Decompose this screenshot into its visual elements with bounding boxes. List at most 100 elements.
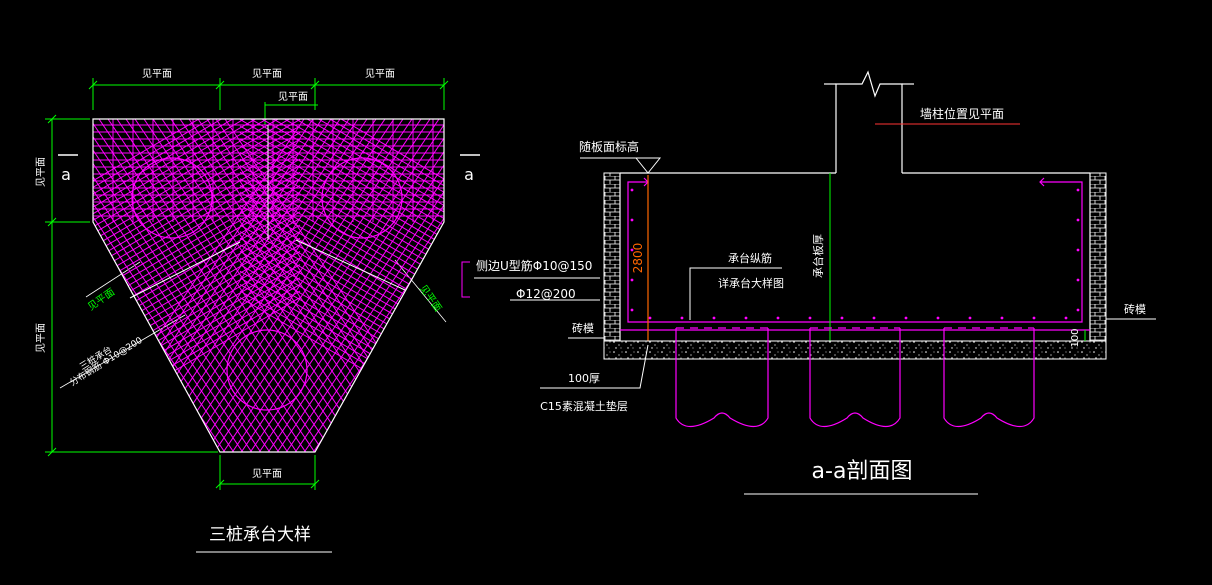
rebar-dot (1076, 278, 1080, 282)
rebar-dot (1000, 316, 1004, 320)
pile-circles (131, 157, 403, 411)
cap-body-outline (619, 172, 1091, 341)
inner-dim-label: 见平面 (278, 91, 308, 103)
left-pile-cap-detail: 见平面 见平面 见平面 见平面 见平面 见平面 见平面 (35, 68, 480, 553)
rebar-line (172, 119, 404, 452)
rebar-line (93, 119, 321, 452)
brick-wall-right (1089, 172, 1107, 342)
left-dimension (45, 114, 218, 457)
concrete-cushion-layer (603, 340, 1107, 360)
main-rebar-note: 承台纵筋 (728, 251, 772, 265)
elevation-note: 随板面标高 (579, 139, 639, 154)
brick-wall-left (603, 172, 621, 342)
rebar-line (93, 119, 303, 452)
rebar-line (116, 119, 348, 452)
rebar-line (244, 119, 444, 452)
rebar-line (208, 119, 440, 452)
rebar-dot (776, 316, 780, 320)
rebar-line (239, 119, 444, 201)
rebar-line (93, 119, 285, 452)
top-dim-label-2: 见平面 (252, 68, 282, 80)
rebar-line (163, 119, 395, 452)
section-mark-left: a (61, 165, 71, 184)
rebar-line (239, 119, 444, 221)
right-section-a-a: 墙柱位置见平面 2800 随板面标高 承台板厚 (461, 70, 1156, 495)
rebar-line (239, 119, 444, 247)
side-rebar-note: 侧边U型筋Φ10@150 (476, 258, 592, 273)
rebar-line (181, 119, 413, 452)
top-dimension (88, 78, 449, 110)
section-mark-right: a (464, 165, 474, 184)
rebar-dot (1064, 316, 1068, 320)
rebar-dot (936, 316, 940, 320)
rebar-dot (648, 316, 652, 320)
side-rebar-leader (474, 277, 600, 301)
section-title: a-a剖面图 (812, 459, 913, 484)
rebar-dot (1076, 218, 1080, 222)
main-rebar-note-2: 详承台大样图 (718, 276, 784, 290)
brick-right-label: 砖模 (1124, 302, 1146, 316)
thickness-note: 承台板厚 (811, 234, 825, 278)
depth-dim-label: 2800 (631, 243, 645, 274)
left-dim-label-2: 见平面 (35, 323, 47, 353)
left-detail-title: 三桩承台大样 (209, 525, 311, 545)
rebar-dot (968, 316, 972, 320)
rebar-line (239, 119, 444, 214)
cushion-note-1: 100厚 (568, 372, 600, 385)
rebar-line (98, 119, 330, 452)
wall-note: 墙柱位置见平面 (920, 106, 1004, 121)
rebar-line (199, 119, 431, 452)
rebar-line (93, 119, 301, 247)
elevation-marker-icon (634, 157, 662, 174)
rebar-dot (680, 316, 684, 320)
rebar-line (93, 119, 267, 452)
rebar-dot (1076, 308, 1080, 312)
pile (809, 328, 901, 428)
rebar-line (271, 119, 444, 452)
rebar-line (253, 119, 444, 452)
side-dim-label-right: 见平面 (417, 283, 444, 314)
rebar-line (239, 119, 444, 241)
cushion-note-leader (540, 344, 649, 389)
rebar-dot (712, 316, 716, 320)
side-rebar-bracket (461, 261, 470, 298)
rebar-dot (904, 316, 908, 320)
rebar-line (239, 119, 444, 208)
rebar-line (239, 119, 444, 234)
rebar-dot (630, 218, 634, 222)
rebar-line (262, 119, 444, 452)
band-tick-lines (129, 125, 406, 299)
rebar-line (125, 119, 357, 452)
pile-circle-bottom (226, 329, 308, 411)
rebar-dot (1032, 316, 1036, 320)
rebar-line (93, 119, 312, 452)
rebar-line (239, 224, 444, 366)
rebar-dot (630, 248, 634, 252)
brick-left-label: 砖模 (572, 321, 594, 335)
pile-cap-outline (92, 118, 445, 453)
rebar-dot (872, 316, 876, 320)
rebar-dot (808, 316, 812, 320)
cushion-dim: 100 (1070, 328, 1081, 347)
rebar-line (93, 119, 258, 452)
rebar-line (239, 237, 444, 379)
side-rebar-note-2: Φ12@200 (516, 287, 576, 301)
rebar-line (217, 119, 444, 452)
main-rebar-leader (689, 267, 782, 320)
rebar-dot (630, 278, 634, 282)
rebar-dot (630, 308, 634, 312)
rebar-dot (1076, 188, 1080, 192)
rebar-line (143, 119, 375, 452)
pile (943, 328, 1035, 428)
pile-circle-right (321, 157, 403, 239)
rebar-line (93, 119, 301, 221)
top-dim-label-1: 见平面 (142, 68, 172, 80)
wall-column-outline (824, 70, 914, 173)
rebar-line (226, 119, 444, 452)
rebar-line (93, 119, 301, 227)
rebar-line (239, 119, 444, 227)
rebar-line (93, 119, 301, 241)
top-dim-label-3: 见平面 (365, 68, 395, 80)
rebar-line (93, 119, 301, 208)
